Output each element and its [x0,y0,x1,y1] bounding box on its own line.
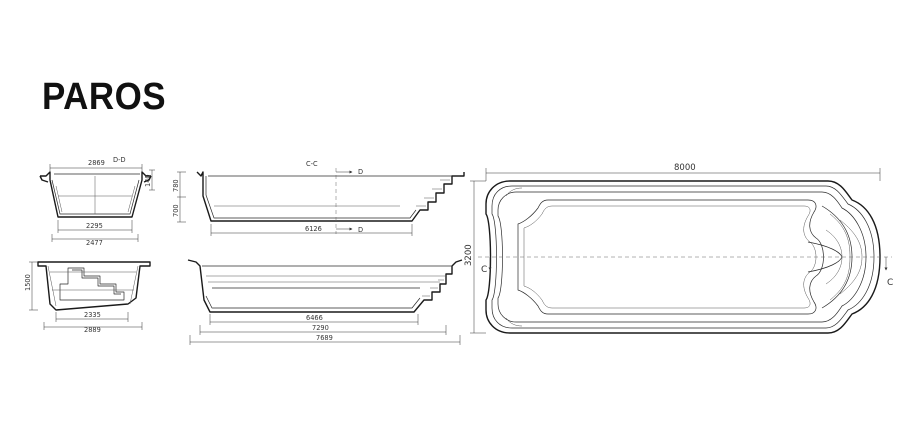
label-cc: C-C [306,160,318,168]
dim-plan-length: 8000 [674,163,696,173]
dim-side-inner: 2335 [84,311,101,319]
side-elevation-view: 1500 2335 2889 [24,261,151,334]
dim-side-left: 1500 [24,274,32,291]
dim-cc-left-bottom: 700 [172,204,180,217]
marker-d-bottom: D [358,226,363,234]
dim-dd-top: 2869 [88,159,105,167]
long-elevation-view: 6466 7290 7689 [187,259,463,345]
model-title: PAROS [42,76,167,118]
label-dd: D-D [113,156,126,164]
marker-d-top: D [358,168,363,176]
section-dd-view: 2869 D-D 140 2295 2477 [39,156,155,247]
dim-dd-inner: 2295 [86,222,103,230]
dim-long-mid: 7290 [312,324,329,332]
dim-cc-bottom: 6126 [305,225,322,233]
section-dd-shell [40,171,151,218]
dim-side-bottom: 2889 [84,326,101,334]
long-elevation-shell [187,259,463,313]
dim-cc-left-top: 780 [172,179,180,192]
dim-plan-width: 3200 [464,244,474,266]
side-elevation-shell [37,261,151,311]
marker-c-left: C [481,265,487,275]
plan-view: C C 8000 3200 [464,163,893,334]
dim-dd-bottom: 2477 [86,239,103,247]
plan-outer-rim [485,180,881,334]
dim-long-total: 7689 [316,334,333,342]
dim-dd-right: 140 [144,174,152,187]
section-cc-view: 780 700 C-C D D 6126 [172,160,465,236]
marker-c-right: C [887,278,893,288]
plan-inner-basin [517,199,824,315]
section-cc-shell [196,171,465,222]
dim-long-inner: 6466 [306,314,323,322]
